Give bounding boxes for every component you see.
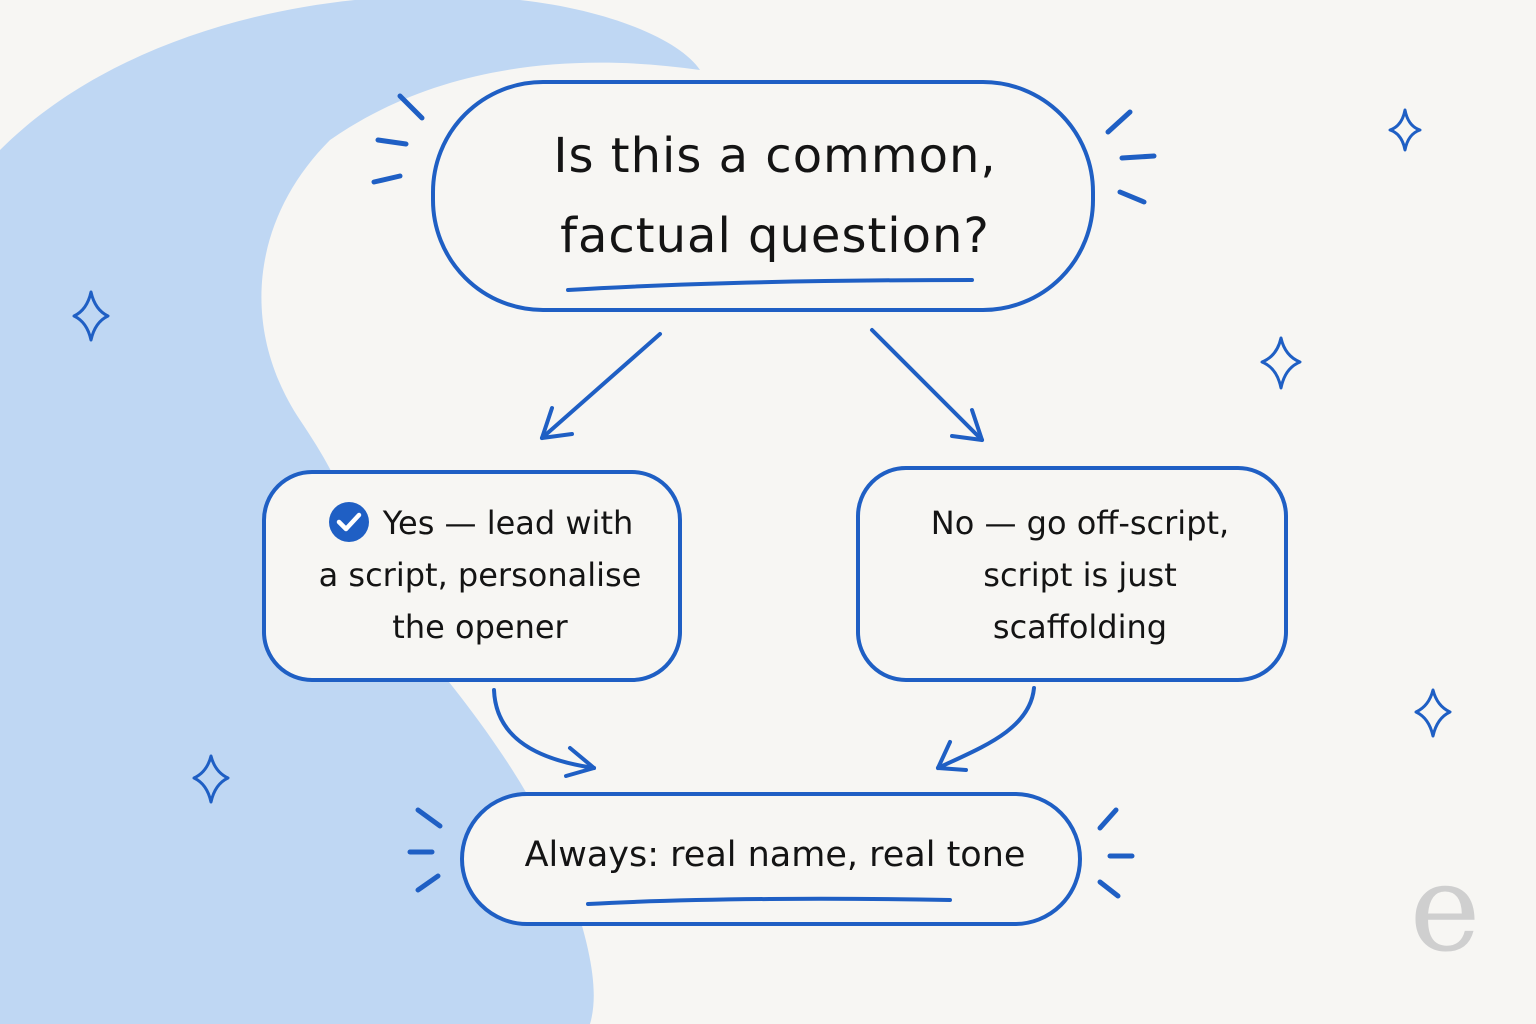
sparkle-icon (1388, 108, 1422, 152)
conclusion-node-border (460, 792, 1082, 926)
no-line-3: scaffolding (992, 608, 1168, 646)
yes-line-1: Yes — lead with (382, 504, 634, 542)
brand-logo: e (1409, 840, 1481, 979)
yes-node: Yes — lead with a script, personalise th… (290, 490, 670, 660)
arrow-icon (492, 688, 596, 778)
sparkle-icon (1414, 688, 1452, 738)
no-line-1: No — go off-script, (930, 504, 1230, 542)
conclusion-underline (586, 896, 952, 906)
question-node-border (431, 80, 1095, 312)
conclusion-text: Always: real name, real tone (524, 835, 1026, 875)
sparkle-icon (1260, 336, 1302, 390)
no-node: No — go off-script, script is just scaff… (890, 490, 1270, 660)
question-line-2: factual question? (560, 208, 990, 264)
sparkle-icon (72, 290, 110, 342)
question-underline (566, 278, 974, 292)
question-line-1: Is this a common, (553, 128, 997, 184)
yes-line-3: the opener (392, 608, 568, 646)
no-line-2: script is just (983, 556, 1177, 594)
question-emphasis-marks (371, 93, 1157, 205)
conclusion-emphasis-marks (407, 807, 1135, 899)
check-circle-icon (328, 502, 369, 542)
yes-line-1-row: Yes — lead with (319, 497, 642, 549)
arrow-icon (540, 332, 662, 440)
arrow-icon (870, 328, 984, 442)
conclusion-node: Always: real name, real tone (480, 810, 1070, 900)
no-node-border (856, 466, 1288, 682)
arrow-icon (936, 686, 1036, 772)
question-node: Is this a common, factual question? (470, 106, 1080, 286)
sparkle-icon (192, 754, 230, 804)
yes-line-2: a script, personalise (318, 556, 642, 594)
